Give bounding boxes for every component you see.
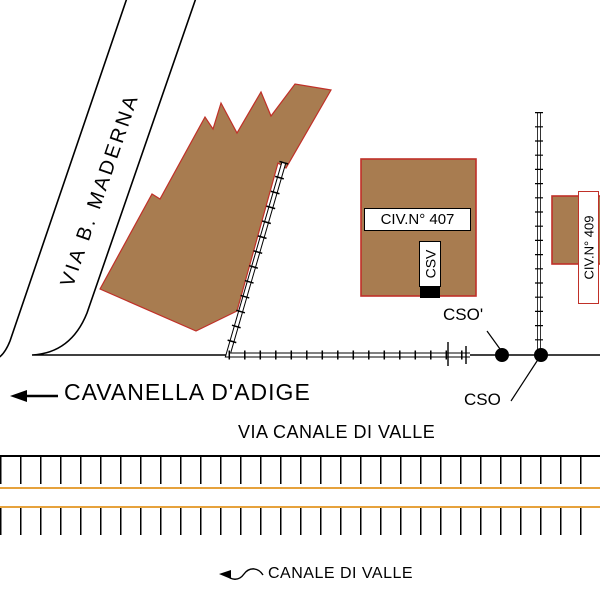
road-edge-outer-line [0, 0, 128, 358]
cso-prime-dot [495, 348, 509, 362]
building-409-label-box: CIV.N° 409 [578, 191, 599, 304]
canal-edge-line-2 [0, 506, 600, 508]
canal-hatch-top [0, 457, 600, 484]
building-block-polygon [99, 83, 332, 332]
building-409-label: CIV.N° 409 [581, 215, 597, 280]
building-407-label-box: CIV.N° 407 [364, 208, 471, 231]
canal-bank-line-top [0, 455, 600, 457]
boundary-ladder-line [222, 160, 470, 360]
street-label-via-canale-di-valle: VIA CANALE DI VALLE [238, 422, 436, 442]
cso-prime-leader-line [486, 330, 501, 350]
canal-hatch-bottom [0, 508, 600, 535]
canal-label-canale-di-valle: CANALE DI VALLE [268, 565, 414, 582]
cso-label: CSO [464, 390, 501, 409]
cso-dot [534, 348, 548, 362]
road-edge-inner-line [31, 0, 600, 356]
csv-label-box: CSV [419, 241, 441, 287]
csv-service-marker [420, 287, 440, 298]
place-label-cavanella: CAVANELLA D'ADIGE [64, 379, 311, 405]
canal-flow-squiggle-icon [219, 568, 264, 580]
building-407-label: CIV.N° 407 [380, 211, 455, 228]
left-direction-arrow-icon [10, 390, 58, 402]
cso-leader-line [510, 357, 540, 402]
canal-edge-line-1 [0, 487, 600, 489]
csv-label: CSV [422, 249, 439, 279]
cso-prime-label: CSO' [443, 305, 484, 324]
